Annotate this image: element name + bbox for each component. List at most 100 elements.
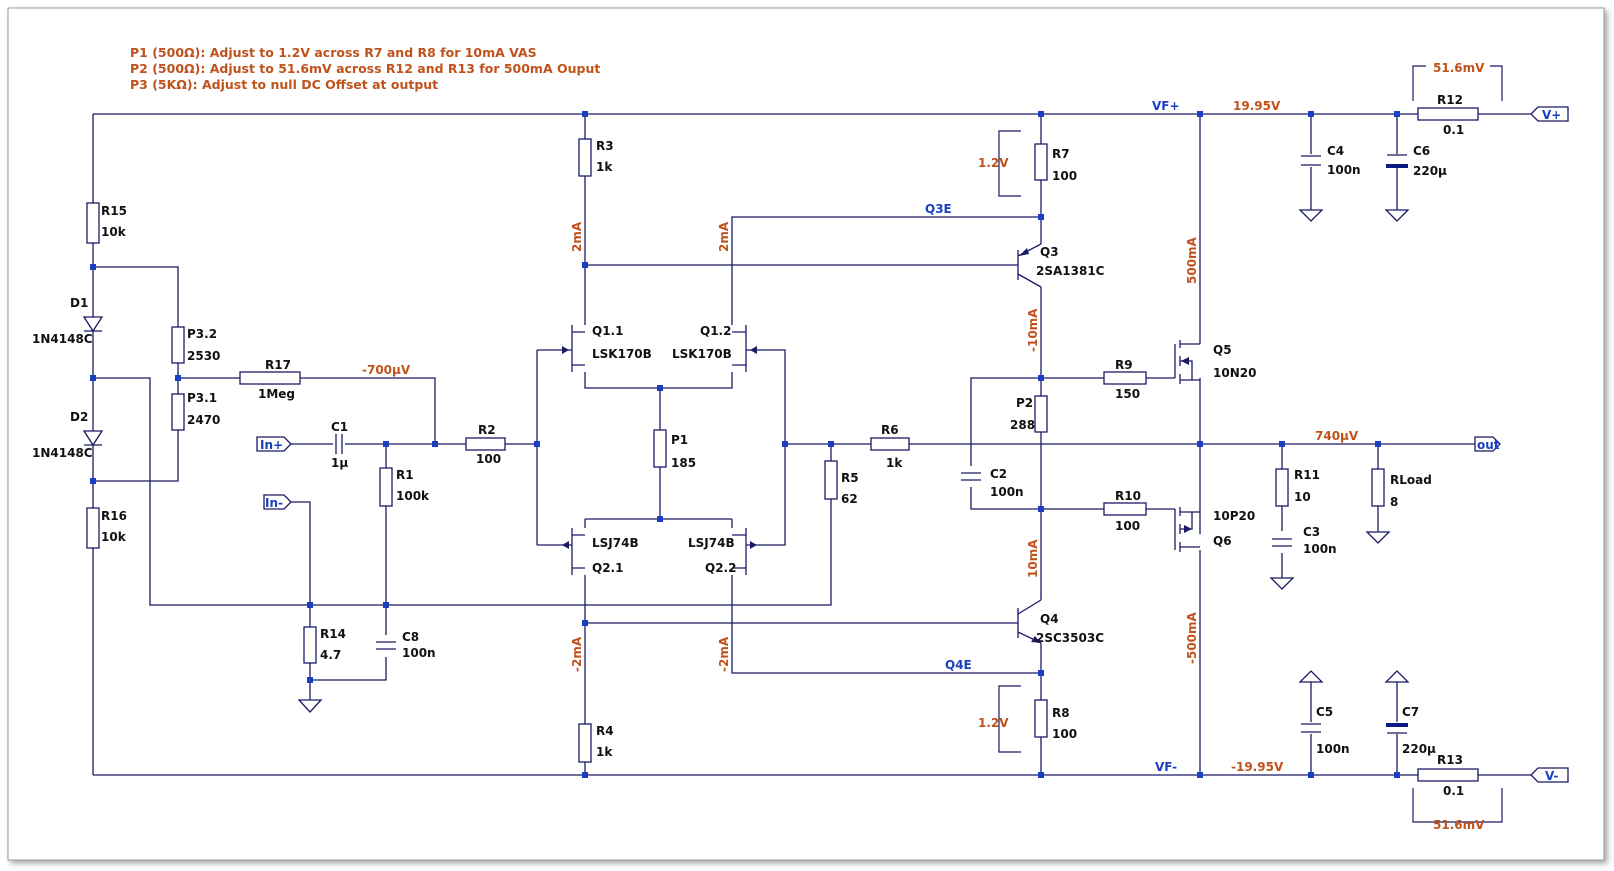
transistor-q3[interactable]: Q3 2SA1381C [1006,243,1105,288]
note-p1: P1 (500Ω): Adjust to 1.2V across R7 and … [130,45,537,60]
svg-text:100n: 100n [1316,742,1350,756]
svg-text:220µ: 220µ [1402,742,1436,756]
resistor-r13[interactable]: R13 0.1 [1417,753,1479,798]
svg-text:220µ: 220µ [1413,164,1447,178]
port-v-minus[interactable]: V- [1530,767,1569,783]
sheet-border [7,7,1605,861]
diode-d2[interactable]: D2 1N4148C [32,410,104,460]
svg-text:R6: R6 [881,423,899,437]
resistor-r16[interactable]: R16 10k [86,507,127,549]
svg-text:R7: R7 [1052,147,1070,161]
resistor-r9[interactable]: R9 150 [1103,358,1147,401]
resistor-r14[interactable]: R14 4.7 [303,626,346,664]
svg-text:In+: In+ [260,438,283,452]
resistor-r8[interactable]: R8 100 [1034,699,1077,741]
capacitor-c3[interactable]: C3 100n [1272,525,1337,556]
svg-text:100: 100 [1115,519,1140,533]
resistor-rload[interactable]: RLoad 8 [1371,468,1432,509]
potentiometer-p3-2[interactable]: P3.2 2530 [171,326,220,364]
capacitor-c6[interactable]: C6 220µ [1386,144,1447,178]
resistor-r2[interactable]: R2 100 [465,423,506,466]
svg-text:R1: R1 [396,468,414,482]
resistor-r6[interactable]: R6 1k [870,423,910,470]
svg-text:288: 288 [1010,418,1035,432]
svg-text:R16: R16 [101,509,127,523]
svg-text:1µ: 1µ [331,456,348,470]
svg-text:R9: R9 [1115,358,1133,372]
svg-text:R4: R4 [596,724,614,738]
capacitor-c4[interactable]: C4 100n [1301,144,1361,177]
mosfet-q6[interactable]: 10P20 Q6 [1174,507,1255,552]
supply-arrow-icon [1384,670,1410,683]
capacitor-c5[interactable]: C5 100n [1301,705,1350,756]
measure-r4-current: -2mA [570,636,584,672]
svg-text:Q2.1: Q2.1 [592,561,623,575]
port-out[interactable]: out [1474,436,1501,452]
svg-text:2470: 2470 [187,413,220,427]
resistor-r5[interactable]: R5 62 [824,460,859,506]
jfet-q1-2[interactable]: Q1.2 LSK170B [672,324,757,372]
resistor-r10[interactable]: R10 100 [1103,489,1147,533]
potentiometer-p1[interactable]: P1 185 [653,429,696,470]
svg-text:8: 8 [1390,495,1398,509]
svg-text:C5: C5 [1316,705,1333,719]
svg-text:C3: C3 [1303,525,1320,539]
svg-text:R8: R8 [1052,706,1070,720]
port-in-minus[interactable]: In- [263,494,292,510]
svg-text:1N4148C: 1N4148C [32,332,93,346]
svg-text:10k: 10k [101,225,127,239]
measure-q6-current: -500mA [1185,611,1199,664]
svg-text:R2: R2 [478,423,496,437]
svg-text:P1: P1 [671,433,688,447]
measurement-brackets [998,65,1503,823]
svg-text:100n: 100n [402,646,436,660]
svg-text:P3.1: P3.1 [187,391,217,405]
resistor-r12[interactable]: R12 0.1 [1417,93,1479,137]
svg-text:100: 100 [476,452,501,466]
potentiometer-p3-1[interactable]: P3.1 2470 [171,391,220,431]
svg-text:Q6: Q6 [1213,534,1232,548]
capacitor-c1[interactable]: C1 1µ [331,420,348,470]
resistor-r1[interactable]: R1 100k [379,467,430,507]
capacitor-c7[interactable]: C7 220µ [1386,705,1436,756]
svg-text:R10: R10 [1115,489,1141,503]
svg-text:R17: R17 [265,358,291,372]
note-p3: P3 (5KΩ): Adjust to null DC Offset at ou… [130,77,438,92]
svg-text:RLoad: RLoad [1390,473,1432,487]
jfet-q2-1[interactable]: LSJ74B Q2.1 [562,528,639,575]
svg-text:100k: 100k [396,489,430,503]
net-label-vfminus: VF- [1155,760,1177,774]
svg-text:R14: R14 [320,627,346,641]
svg-text:V+: V+ [1542,108,1561,122]
svg-text:R13: R13 [1437,753,1463,767]
potentiometer-p2[interactable]: P2 288 [1010,395,1048,433]
resistor-r11[interactable]: R11 10 [1275,468,1320,507]
ground-symbols [297,209,1410,713]
resistor-r3[interactable]: R3 1k [578,138,614,177]
svg-text:R15: R15 [101,204,127,218]
svg-text:2530: 2530 [187,349,220,363]
svg-text:out: out [1477,438,1500,452]
resistor-r7[interactable]: R7 100 [1034,143,1077,183]
svg-text:2SA1381C: 2SA1381C [1036,264,1105,278]
diode-d1[interactable]: D1 1N4148C [32,296,104,346]
port-v-plus[interactable]: V+ [1530,106,1569,122]
jfet-q1-1[interactable]: Q1.1 LSK170B [562,324,652,372]
capacitor-c2[interactable]: C2 100n [961,467,1024,499]
mosfet-q5[interactable]: Q5 10N20 [1174,340,1256,384]
resistor-r17[interactable]: R17 1Meg [239,358,301,401]
ground-icon [297,699,323,713]
svg-text:R5: R5 [841,471,859,485]
svg-text:1k: 1k [596,745,613,759]
net-label-q3e: Q3E [925,202,952,216]
port-in-plus[interactable]: In+ [256,436,292,452]
svg-text:2SC3503C: 2SC3503C [1036,631,1104,645]
svg-text:10P20: 10P20 [1213,509,1255,523]
svg-text:185: 185 [671,456,696,470]
jfet-q2-2[interactable]: LSJ74B Q2.2 [688,528,757,575]
capacitor-c8[interactable]: C8 100n [376,630,436,660]
resistor-r4[interactable]: R4 1k [578,723,614,763]
resistor-r15[interactable]: R15 10k [86,202,127,244]
svg-text:62: 62 [841,492,858,506]
transistor-q4[interactable]: Q4 2SC3503C [1006,599,1104,645]
